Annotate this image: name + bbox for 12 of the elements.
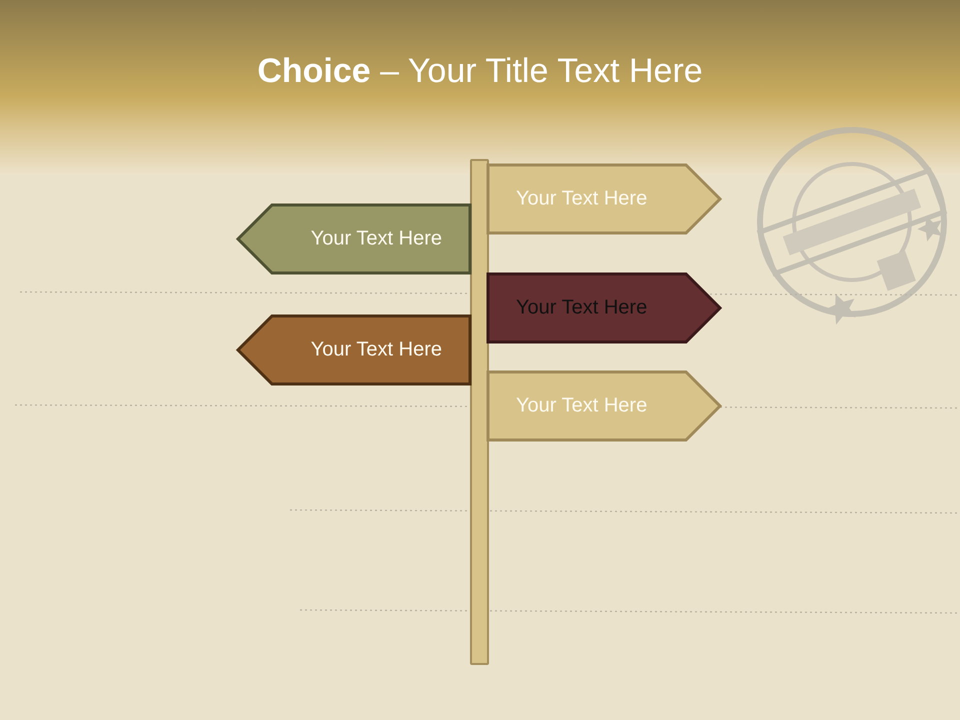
sign-board (488, 274, 720, 342)
slide-title: Choice – Your Title Text Here (256, 52, 704, 91)
sign-label: Your Text Here (516, 394, 648, 418)
sign-post (470, 159, 489, 665)
sign-board (238, 205, 470, 273)
sign-board (238, 316, 470, 384)
sign-label: Your Text Here (516, 188, 648, 210)
sign-label: Your Text Here (310, 228, 442, 250)
sign-board (488, 372, 720, 440)
sign-board (488, 165, 720, 233)
sign-label: Your Text Here (516, 296, 648, 320)
sign-label: Your Text Here (310, 338, 442, 362)
